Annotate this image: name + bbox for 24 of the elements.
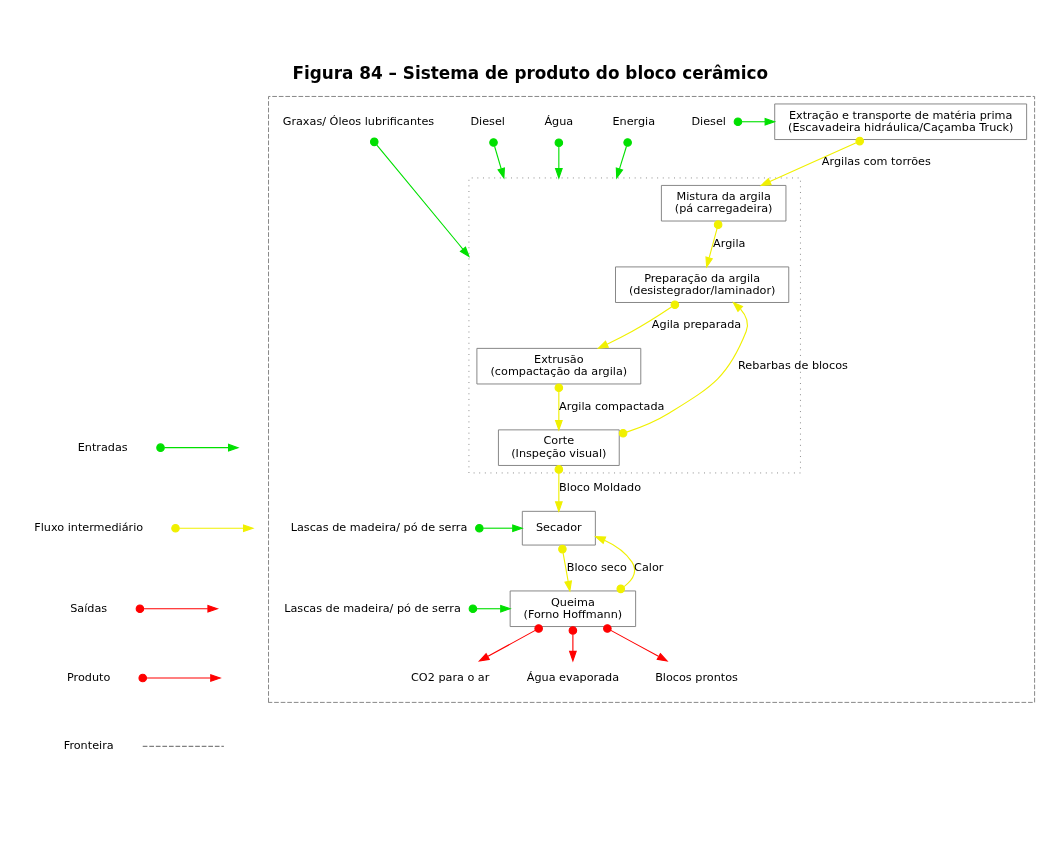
node-text: Blocos prontos	[655, 670, 738, 684]
node-text: Água evaporada	[526, 670, 620, 684]
node-text: Energia	[612, 114, 656, 128]
legend-label: Produto	[67, 670, 111, 684]
node-text: Lascas de madeira/ pó de serra	[290, 521, 468, 535]
legend-label: Entradas	[77, 440, 128, 454]
edge-label: Calor	[634, 560, 664, 574]
edge-label: Agila preparada	[651, 318, 742, 332]
node-text: Diesel	[691, 114, 726, 128]
node-text: Lascas de madeira/ pó de serra	[284, 601, 461, 615]
edge-label: Argila compactada	[559, 399, 665, 413]
node-text: Graxas/ Óleos lubrificantes	[282, 114, 435, 128]
legend-label: Fronteira	[63, 739, 114, 753]
legend-label: Saídas	[70, 601, 108, 615]
edge-label: Rebarbas de blocos	[738, 359, 848, 373]
diagram-title: Figura 84 – Sistema de produto do bloco cerâmico	[292, 63, 769, 84]
edge-label: Bloco seco	[566, 560, 627, 574]
edge-label: Argila	[713, 236, 746, 250]
node-text: Água	[544, 114, 574, 128]
edge-label: Bloco Moldado	[559, 481, 642, 495]
edge-label: Argilas com torrões	[821, 155, 931, 169]
node-text: CO2 para o ar	[411, 670, 490, 684]
legend-label: Fluxo intermediário	[34, 521, 144, 535]
node-text: Diesel	[470, 114, 505, 128]
